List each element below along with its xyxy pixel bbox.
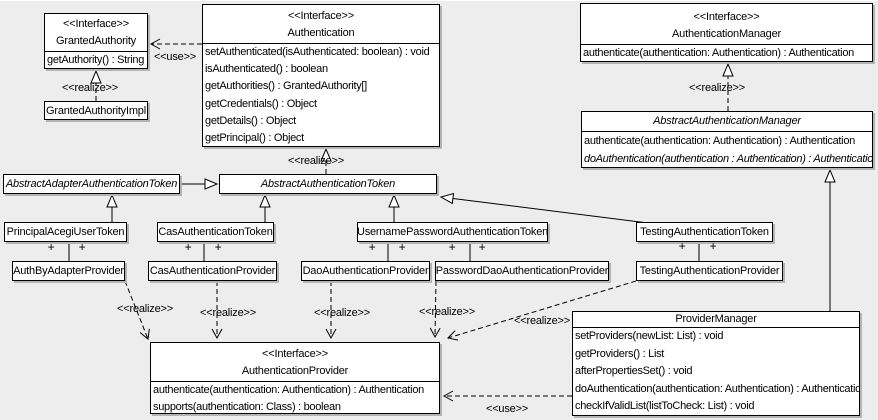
methods-compartment: authenticate(authentication: Authenticat… <box>151 381 439 413</box>
multiplicity-label: + <box>448 240 456 254</box>
class-granted-authority-impl[interactable]: GrantedAuthorityImpl <box>44 101 148 120</box>
multiplicity-label: + <box>214 240 222 254</box>
method: getCredentials() : Object <box>205 97 317 110</box>
class-name: PasswordDaoAuthenticationProvider <box>435 265 609 277</box>
class-testing-authentication-token[interactable]: TestingAuthenticationToken <box>636 222 773 242</box>
method: getAuthorities() : GrantedAuthority[] <box>205 80 367 93</box>
realize-label: <<realize>> <box>62 82 118 94</box>
method: doAuthentication(authentication: Authent… <box>575 382 859 395</box>
class-authentication-provider[interactable]: <<Interface>> AuthenticationProvider aut… <box>150 342 440 414</box>
class-header: <<Interface>> AuthenticationProvider <box>151 343 439 381</box>
multiplicity-label: + <box>478 240 486 254</box>
method: getPrincipal() : Object <box>205 132 304 145</box>
multiplicity-label: + <box>678 239 686 253</box>
method: checkIfValidList(listToCheck: List) : vo… <box>575 400 755 412</box>
multiplicity-label: + <box>368 240 376 254</box>
realize-label: <<realize>> <box>117 303 173 315</box>
class-cas-authentication-provider[interactable]: CasAuthenticationProvider <box>148 261 277 281</box>
method: authenticate(authentication: Authenticat… <box>153 384 424 396</box>
class-name: GrantedAuthority <box>56 35 136 47</box>
class-authentication[interactable]: <<Interface>> Authentication setAuthenti… <box>202 4 440 147</box>
method: getProviders() : List <box>575 347 665 360</box>
edge-realize-authbyadapterprovider <box>124 280 150 340</box>
edge-realize-passworddaoauthenticationprovider <box>429 280 441 339</box>
realize-label: <<realize>> <box>314 307 370 319</box>
class-name: CasAuthenticationProvider <box>149 265 276 277</box>
multiplicity-label: + <box>709 239 717 253</box>
methods-compartment: authenticate(authentication: Authenticat… <box>581 44 872 61</box>
methods-compartment: setAuthenticated(isAuthenticated: boolea… <box>203 43 439 146</box>
method: supports(authentication: Class) : boolea… <box>153 400 341 413</box>
realize-label: <<realize>> <box>419 306 475 318</box>
class-name: AbstractAuthenticationManager <box>653 115 801 127</box>
class-name: AuthenticationProvider <box>241 365 349 377</box>
class-name: AuthenticationManager <box>672 28 781 40</box>
stereotype-label: <<Interface>> <box>693 11 760 23</box>
methods-compartment: setProviders(newList: List) : void getPr… <box>573 327 859 415</box>
use-label: <<use>> <box>485 403 529 415</box>
realize-label: <<realize>> <box>689 82 745 94</box>
class-testing-authentication-provider[interactable]: TestingAuthenticationProvider <box>636 261 783 281</box>
method: setProviders(newList: List) : void <box>575 330 724 342</box>
class-authentication-manager[interactable]: <<Interface>> AuthenticationManager auth… <box>580 3 873 62</box>
method: afterPropertiesSet() : void <box>575 365 693 377</box>
class-principal-acegi-user-token[interactable]: PrincipalAcegiUserToken <box>4 222 127 242</box>
class-cas-authentication-token[interactable]: CasAuthenticationToken <box>157 222 274 242</box>
method: getAuthority() : String <box>47 54 145 66</box>
method: getDetails() : Object <box>205 114 296 127</box>
class-dao-authentication-provider[interactable]: DaoAuthenticationProvider <box>301 261 430 281</box>
class-provider-manager[interactable]: ProviderManager setProviders(newList: Li… <box>572 311 860 416</box>
class-header: <<Interface>> AuthenticationManager <box>581 4 872 44</box>
class-abstract-authentication-manager[interactable]: AbstractAuthenticationManager authentica… <box>581 111 873 168</box>
class-username-password-authentication-token[interactable]: UsernamePasswordAuthenticationToken <box>357 222 548 242</box>
class-name: TestingAuthenticationProvider <box>639 265 780 277</box>
method: authenticate(authentication: Authenticat… <box>583 47 854 59</box>
class-abstract-authentication-token[interactable]: AbstractAuthenticationToken <box>219 174 437 194</box>
class-header: AbstractAuthenticationManager <box>582 112 872 131</box>
use-label: <<use>> <box>153 51 197 63</box>
edge-gen-testingauthenticationtoken <box>439 192 649 224</box>
class-header: ProviderManager <box>573 312 859 327</box>
class-name: DaoAuthenticationProvider <box>302 265 429 277</box>
method: setAuthenticated(isAuthenticated: boolea… <box>205 46 430 58</box>
edge-realize-testingauthenticationprovider <box>447 280 637 341</box>
class-header: <<Interface>> GrantedAuthority <box>45 14 147 51</box>
class-auth-by-adapter-provider[interactable]: AuthByAdapterProvider <box>12 261 125 281</box>
class-name: AbstractAdapterAuthenticationToken <box>5 178 178 190</box>
realize-label: <<realize>> <box>288 155 344 167</box>
class-name: PrincipalAcegiUserToken <box>6 226 125 238</box>
class-name: GrantedAuthorityImpl <box>46 104 146 117</box>
method: authenticate(authentication: Authenticat… <box>584 135 855 147</box>
class-name: Authentication <box>287 27 355 39</box>
class-password-dao-authentication-provider[interactable]: PasswordDaoAuthenticationProvider <box>435 261 609 281</box>
stereotype-label: <<Interface>> <box>262 348 328 360</box>
realize-label: <<realize>> <box>200 307 256 319</box>
class-name: CasAuthenticationToken <box>158 226 273 238</box>
multiplicity-label: + <box>184 240 192 254</box>
method-abstract: doAuthentication(authentication : Authen… <box>584 153 872 165</box>
stereotype-label: <<Interface>> <box>288 10 354 22</box>
class-abstract-adapter-authentication-token[interactable]: AbstractAdapterAuthenticationToken <box>3 174 180 194</box>
class-name: UsernamePasswordAuthenticationToken <box>357 226 548 238</box>
class-name: AbstractAuthenticationToken <box>260 178 396 190</box>
class-name: TestingAuthenticationToken <box>640 226 769 238</box>
method: isAuthenticated() : boolean <box>205 63 328 76</box>
multiplicity-label: + <box>78 240 86 254</box>
class-granted-authority[interactable]: <<Interface>> GrantedAuthority getAuthor… <box>44 13 148 69</box>
methods-compartment: authenticate(authentication: Authenticat… <box>582 131 872 167</box>
class-header: <<Interface>> Authentication <box>203 5 439 43</box>
methods-compartment: getAuthority() : String <box>45 51 147 68</box>
multiplicity-label: + <box>398 240 406 254</box>
class-name: AuthByAdapterProvider <box>13 265 124 277</box>
realize-label: <<realize>> <box>514 315 570 327</box>
stereotype-label: <<Interface>> <box>63 18 129 30</box>
multiplicity-label: + <box>47 240 55 254</box>
class-name: ProviderManager <box>675 313 757 325</box>
